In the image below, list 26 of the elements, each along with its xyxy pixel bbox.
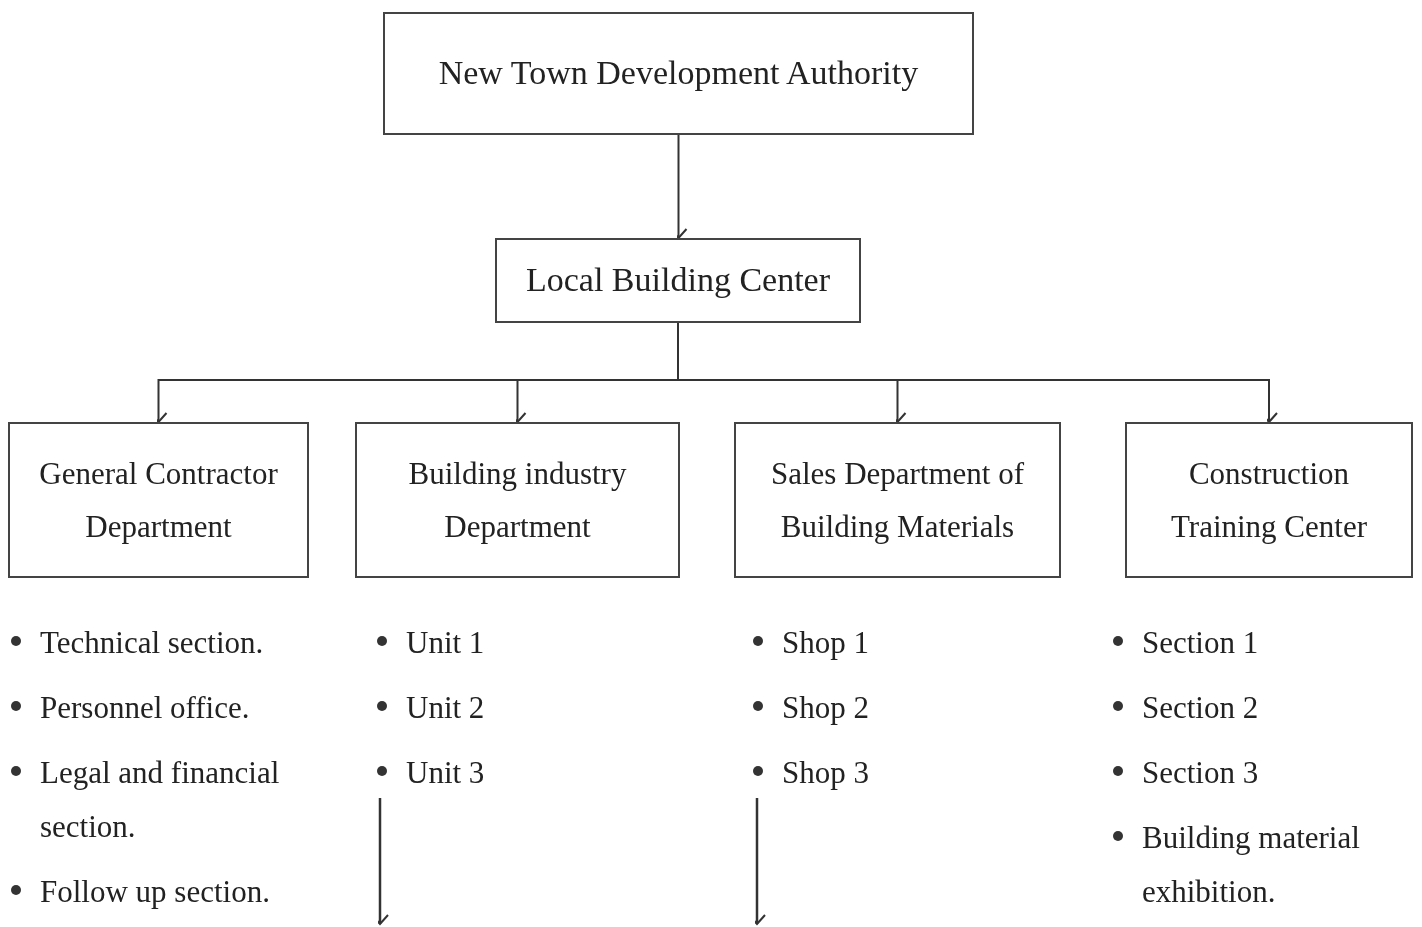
- box-label: General Contractor Department: [38, 455, 279, 546]
- list-item: Section 1: [1142, 624, 1259, 662]
- org-box: [1125, 422, 1413, 578]
- org-box: [383, 12, 974, 135]
- list-item: Building material exhibition.: [1142, 819, 1361, 911]
- list-item: Shop 1: [782, 624, 869, 662]
- org-box: [8, 422, 309, 578]
- box-label: New Town Development Authority: [438, 53, 919, 94]
- list-item: Legal and financial section.: [40, 754, 281, 846]
- list-item: Unit 3: [406, 754, 485, 792]
- list-item: Technical section.: [40, 624, 264, 662]
- list-item: Section 3: [1142, 754, 1259, 792]
- list-item: Personnel office.: [40, 689, 250, 727]
- list-item: Shop 3: [782, 754, 869, 792]
- org-box: [355, 422, 680, 578]
- box-label: Local Building Center: [525, 260, 830, 301]
- box-label: Construction Training Center: [1169, 455, 1368, 546]
- list-item: Shop 2: [782, 689, 869, 727]
- box-label: Building industry Department: [407, 455, 628, 546]
- org-box: [495, 238, 861, 323]
- list-item: Unit 2: [406, 689, 485, 727]
- list-item: Follow up section.: [40, 873, 270, 911]
- list-item: Section 2: [1142, 689, 1259, 727]
- box-label: Sales Department of Building Materials: [769, 455, 1026, 546]
- org-box: [734, 422, 1061, 578]
- list-item: Unit 1: [406, 624, 485, 662]
